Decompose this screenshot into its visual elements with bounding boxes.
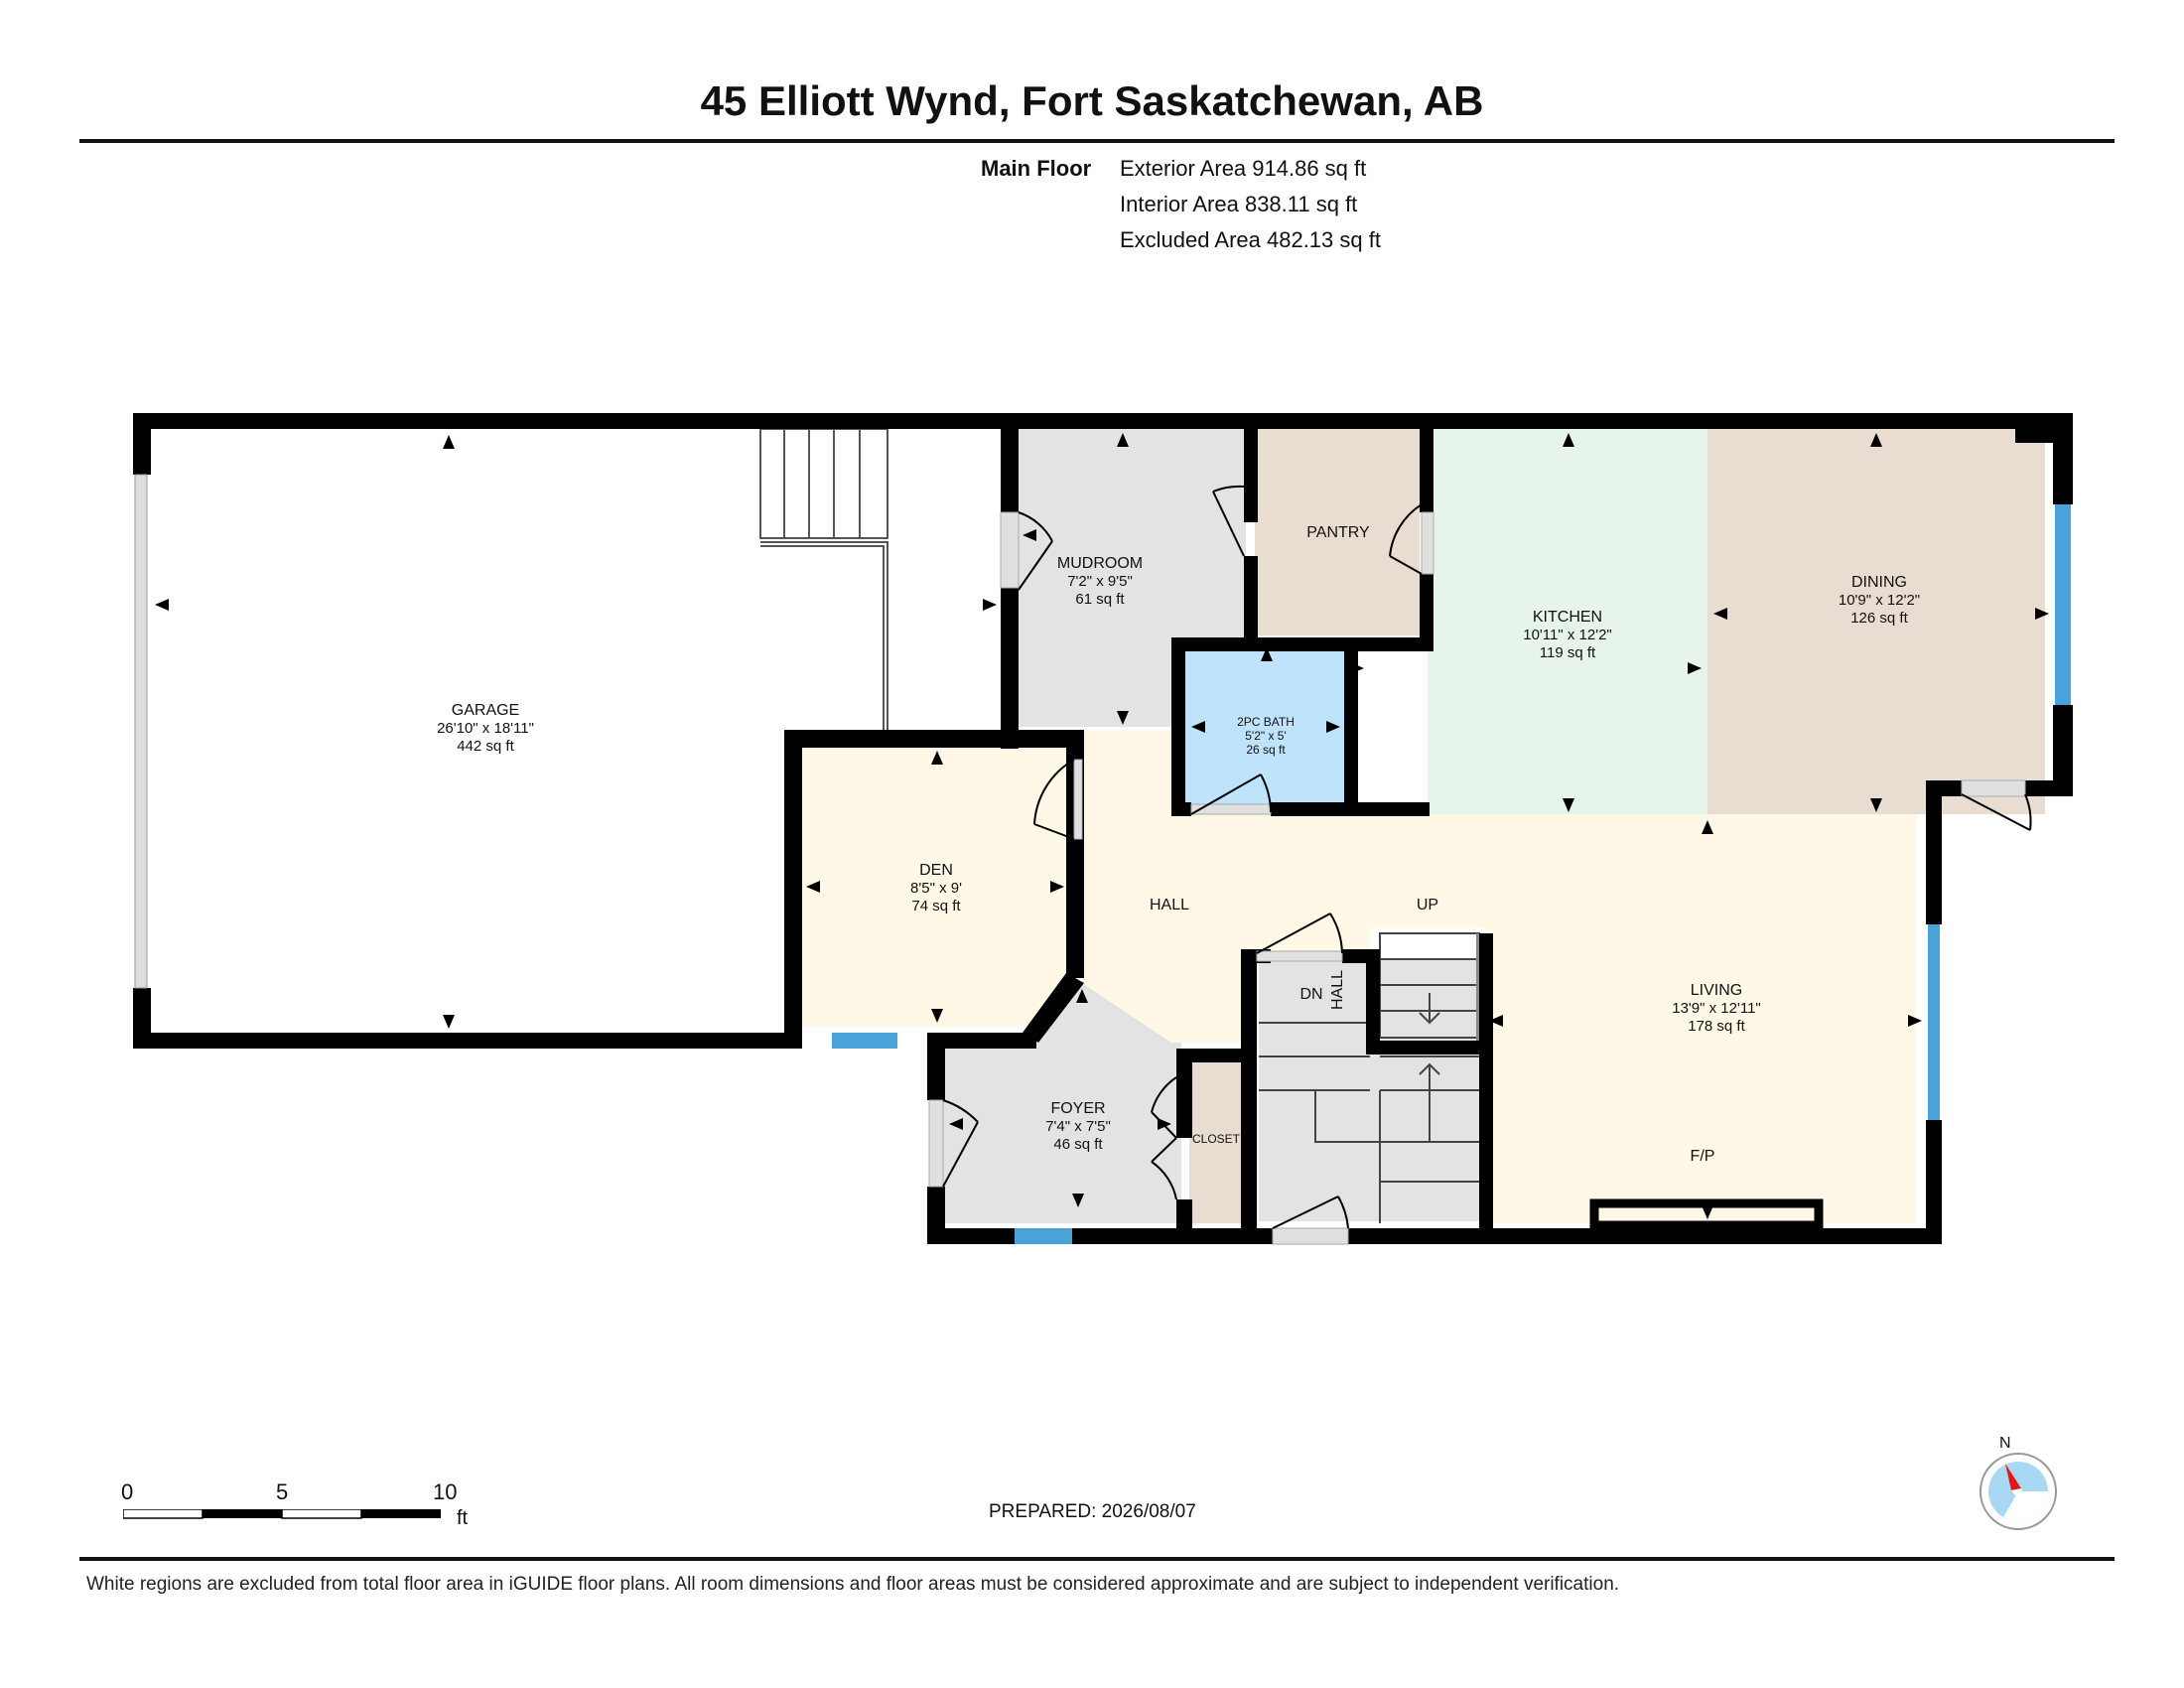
den-area: 74 sq ft [911, 898, 961, 914]
foyer-dims: 7'4" x 7'5" [1045, 1118, 1111, 1135]
disclaimer: White regions are excluded from total fl… [86, 1574, 1620, 1595]
dn-label: DN [1299, 986, 1322, 1003]
bath-area: 26 sq ft [1246, 743, 1286, 757]
walls [133, 413, 2073, 1244]
compass-north-label: N [1999, 1435, 2011, 1452]
mudroom-dims: 7'2" x 9'5" [1067, 573, 1133, 590]
garage-label: GARAGE [452, 702, 519, 719]
dining-fill [1707, 427, 2045, 814]
kitchen-label: KITCHEN [1533, 609, 1602, 626]
pantry-label: PANTRY [1306, 524, 1370, 541]
dining-dims: 10'9" x 12'2" [1839, 592, 1920, 609]
fireplace-label: F/P [1691, 1148, 1715, 1165]
den-label: DEN [919, 862, 953, 879]
page-title: 45 Elliott Wynd, Fort Saskatchewan, AB [700, 77, 1484, 124]
compass-icon [1979, 1453, 2057, 1530]
closet-label: CLOSET [1192, 1132, 1241, 1146]
hall-label: HALL [1150, 897, 1189, 914]
scale-tick-0: 0 [121, 1479, 134, 1504]
scale-tick-5: 5 [276, 1479, 289, 1504]
up-label: UP [1417, 897, 1438, 914]
hall-living-fill [1082, 730, 1916, 1223]
garage-area: 442 sq ft [457, 738, 514, 755]
scale-unit: ft [457, 1507, 469, 1529]
den-fill [800, 745, 1072, 1027]
living-dims: 13'9" x 12'11" [1672, 1000, 1761, 1017]
dining-label: DINING [1851, 574, 1907, 591]
living-area: 178 sq ft [1688, 1018, 1745, 1035]
mudroom-label: MUDROOM [1057, 555, 1143, 572]
den-dims: 8'5" x 9' [910, 880, 962, 897]
pantry-fill [1255, 427, 1420, 635]
living-label: LIVING [1691, 982, 1742, 999]
interior-area: Interior Area 838.11 sq ft [1120, 192, 1358, 216]
floor-label: Main Floor [981, 156, 1092, 181]
bath-dims: 5'2" x 5' [1245, 729, 1287, 743]
dining-area: 126 sq ft [1850, 610, 1908, 627]
foyer-label: FOYER [1050, 1100, 1105, 1117]
hall-small-label: HALL [1329, 970, 1346, 1010]
dimension-arrows [155, 433, 2049, 1219]
windows [134, 474, 2071, 1245]
prepared-date: PREPARED: 2026/08/07 [989, 1501, 1196, 1522]
closet-fill [1189, 1053, 1245, 1223]
kitchen-dims: 10'11" x 12'2" [1523, 627, 1612, 643]
foyer-area: 46 sq ft [1053, 1136, 1103, 1153]
footer-rule [79, 1557, 2115, 1561]
header-rule [79, 139, 2115, 143]
mudroom-area: 61 sq ft [1075, 591, 1125, 608]
scale-tick-10: 10 [433, 1479, 458, 1504]
kitchen-fill [1428, 427, 1707, 814]
exterior-area: Exterior Area 914.86 sq ft [1120, 156, 1367, 181]
bath-label: 2PC BATH [1237, 715, 1295, 729]
kitchen-area: 119 sq ft [1540, 644, 1596, 661]
room-labels: GARAGE 26'10" x 18'11" 442 sq ft MUDROOM… [437, 524, 1920, 1165]
excluded-area: Excluded Area 482.13 sq ft [1120, 227, 1381, 252]
garage-steps [759, 428, 888, 730]
garage-dims: 26'10" x 18'11" [437, 720, 534, 737]
scale-bar-graphic [123, 1509, 441, 1519]
